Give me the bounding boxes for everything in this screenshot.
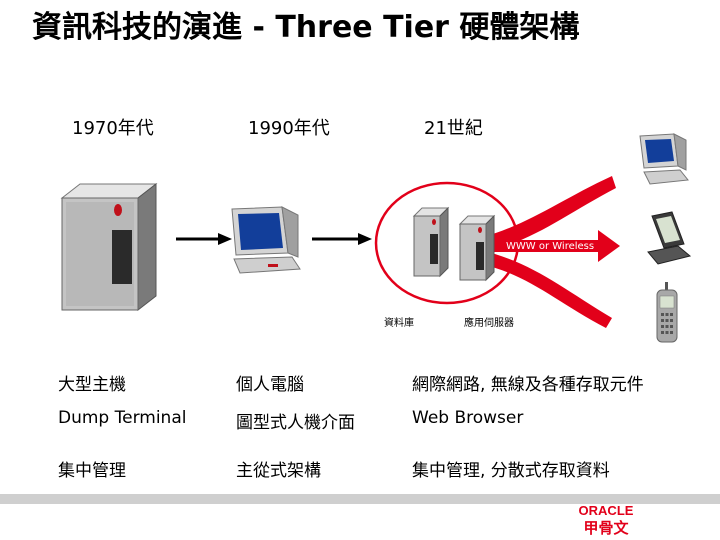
table-cell: Dump Terminal <box>58 408 187 428</box>
table-cell: 主從式架構 <box>236 461 321 481</box>
table-cell: 集中管理, 分散式存取資料 <box>412 461 610 481</box>
table-cell: 網際網路, 無線及各種存取元件 <box>412 375 644 395</box>
logo-wordmark: ORACLE <box>579 503 634 518</box>
database-label: 資料庫 <box>384 318 414 329</box>
era-1990s: 1990年代 <box>248 118 330 139</box>
era-1970s: 1970年代 <box>72 118 154 139</box>
footer-bar <box>0 494 720 504</box>
app-server-label: 應用伺服器 <box>464 318 514 329</box>
distribution-arrows-icon <box>480 176 620 328</box>
table-cell: 大型主機 <box>58 375 126 395</box>
logo-subtitle: 甲骨文 <box>583 519 629 535</box>
database-server-icon <box>412 206 450 278</box>
desktop-client-icon <box>639 133 689 185</box>
network-label: WWW or Wireless <box>506 241 595 252</box>
arrow-right-icon <box>312 233 372 245</box>
table-cell: 圖型式人機介面 <box>236 413 355 433</box>
table-cell: Web Browser <box>412 408 524 428</box>
personal-computer-icon <box>231 206 301 274</box>
oracle-logo: ORACLE 甲骨文 <box>579 503 634 535</box>
era-21st-century: 21世紀 <box>424 118 483 139</box>
table-cell: 集中管理 <box>58 461 126 481</box>
table-cell: 個人電腦 <box>236 375 304 395</box>
slide-title: 資訊科技的演進 - Three Tier 硬體架構 <box>32 10 580 45</box>
arrow-right-icon <box>176 233 232 245</box>
mobile-phone-icon <box>656 282 678 343</box>
application-server-icon <box>458 214 496 282</box>
server-group-circle <box>374 181 520 305</box>
pda-icon <box>647 211 692 265</box>
mainframe-icon <box>60 182 158 312</box>
